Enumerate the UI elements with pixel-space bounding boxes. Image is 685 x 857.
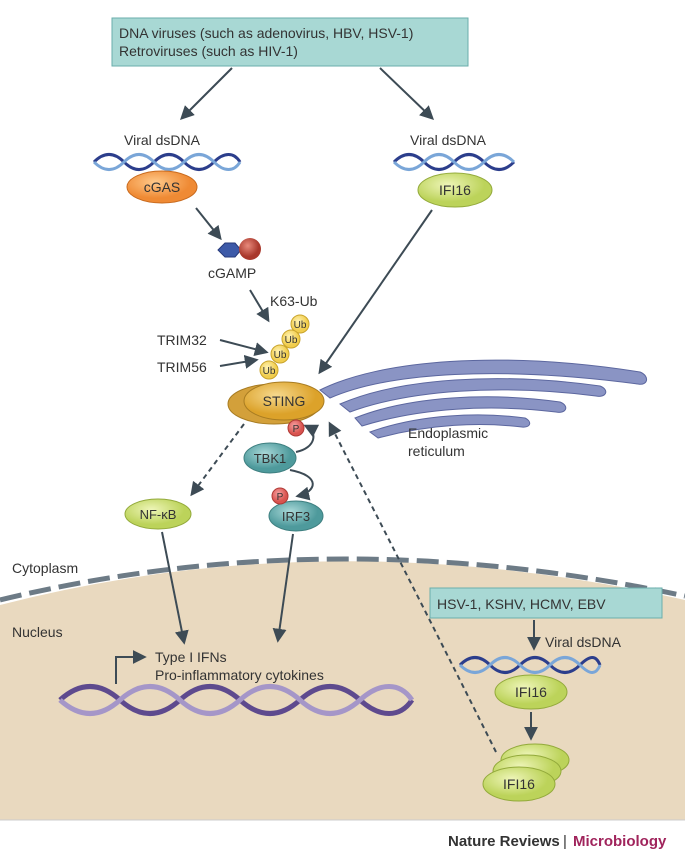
arrow-tbk1-phosphorylates-sting: [295, 424, 320, 453]
irf3-node: [268, 500, 324, 532]
irf3-phospho-icon: [271, 487, 289, 505]
ubiquitin-bead: [259, 360, 279, 380]
footer-journal: Nature Reviews: [448, 833, 560, 850]
nuclear-virus-box: [429, 587, 663, 619]
nuclear-envelope: [0, 556, 685, 603]
virus-types-line1: DNA viruses (such as adenovirus, HBV, HS…: [119, 25, 413, 41]
arrow-cgamp-to-sting: [249, 289, 270, 323]
cgas-label: cGAS: [144, 179, 181, 195]
er-label-line2: reticulum: [408, 443, 465, 459]
right-dna-label: Viral dsDNA: [410, 132, 487, 148]
arrow-trim32: [219, 339, 269, 356]
arrow-box-to-ifi16: [379, 67, 435, 120]
gene-output-line2: Pro-inflammatory cytokines: [155, 667, 324, 683]
gene-output-line1: Type I IFNs: [155, 649, 227, 665]
trim32-label: TRIM32: [157, 332, 207, 348]
footer-section: Microbiology: [573, 833, 667, 850]
arrow-nfkb-to-genes: [161, 531, 189, 645]
footer-separator: |: [563, 833, 567, 850]
arrow-tbk1-phosphorylates-irf3: [289, 469, 314, 501]
host-dna-helix-icon: [58, 684, 415, 716]
er-label-line1: Endoplasmic: [408, 425, 488, 441]
ifi16-nucleus-label: IFI16: [515, 684, 547, 700]
nfkb-node: [124, 498, 192, 530]
tbk1-label: TBK1: [254, 451, 287, 466]
cgamp-ring-icon: [239, 238, 261, 260]
nuclear-dna-helix-icon: [458, 656, 602, 674]
ubiquitin-bead-label: Ub: [294, 320, 307, 331]
transcription-start-arrow: [115, 650, 147, 684]
sting-label: STING: [263, 393, 306, 409]
sting-phospho-label: P: [293, 424, 300, 435]
ifi16-oligomer-label: IFI16: [503, 776, 535, 792]
nuclear-virus-box-label: HSV-1, KSHV, HCMV, EBV: [437, 596, 606, 612]
endoplasmic-reticulum: [319, 359, 647, 439]
ubiquitin-bead: [281, 329, 301, 349]
irf3-label: IRF3: [282, 509, 310, 524]
virus-types-line2: Retroviruses (such as HIV-1): [119, 43, 298, 59]
arrow-ifi16-to-sting: [318, 209, 433, 375]
trim56-label: TRIM56: [157, 359, 207, 375]
k63-ub-label: K63-Ub: [270, 293, 318, 309]
dashed-arrow-sting-to-nfkb: [190, 423, 245, 497]
ubiquitin-chain: Ub Ub Ub Ub: [259, 314, 310, 380]
ubiquitin-bead-label: Ub: [285, 335, 298, 346]
arrow-trim56: [219, 354, 259, 369]
nucleus-label: Nucleus: [12, 624, 63, 640]
ubiquitin-bead-label: Ub: [274, 350, 287, 361]
ifi16-oligomer-front-node: [482, 766, 556, 802]
arrow-irf3-to-genes: [272, 533, 294, 643]
cgas-node: [126, 170, 198, 204]
nuclear-dna-label: Viral dsDNA: [545, 634, 622, 650]
arrow-box-to-cgas: [180, 67, 233, 120]
ubiquitin-bead-label: Ub: [263, 366, 276, 377]
cytoplasm-label: Cytoplasm: [12, 560, 78, 576]
ubiquitin-bead: [290, 314, 310, 334]
arrow-cgas-to-cgamp: [195, 207, 222, 241]
left-dna-helix-icon: [92, 153, 242, 171]
ifi16-cytoplasm-node: [417, 172, 493, 208]
virus-types-box: [111, 17, 469, 67]
tbk1-node: [243, 442, 297, 474]
sting-node: [243, 381, 325, 421]
right-dna-helix-icon: [392, 153, 516, 171]
left-dna-label: Viral dsDNA: [124, 132, 201, 148]
ubiquitin-bead: [270, 344, 290, 364]
irf3-phospho-label: P: [277, 492, 284, 503]
ifi16-cytoplasm-label: IFI16: [439, 182, 471, 198]
ifi16-nucleus-node: [494, 674, 568, 710]
cgamp-label: cGAMP: [208, 265, 256, 281]
nfkb-label: NF-κB: [140, 507, 177, 522]
